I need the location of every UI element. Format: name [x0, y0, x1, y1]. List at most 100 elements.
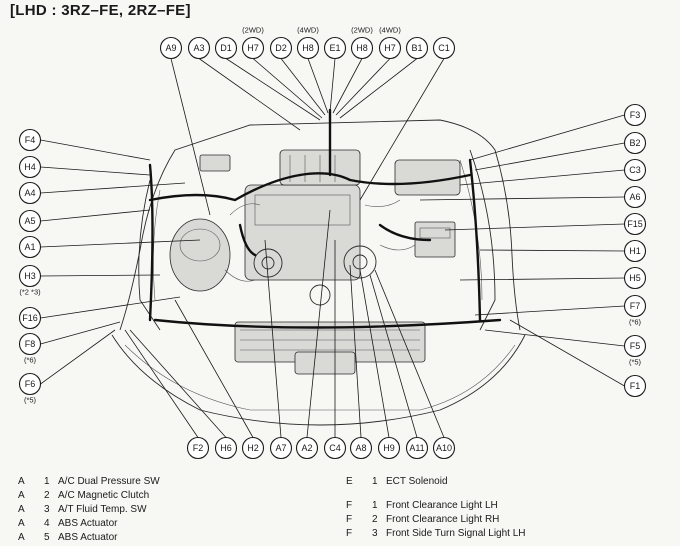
top-callout-d1: D1 — [214, 36, 238, 60]
callout-note: (*2 *3) — [19, 288, 41, 297]
top-callout-a3: A3 — [187, 36, 211, 60]
callout-label: B1 — [411, 43, 422, 53]
left-callout-f4: F4 — [18, 128, 42, 152]
callout-label: A6 — [629, 192, 640, 202]
page-title: [LHD : 3RZ–FE, 2RZ–FE] — [10, 2, 191, 19]
callout-label: F8 — [25, 339, 36, 349]
callout-circle — [18, 264, 42, 288]
legend-code: A — [18, 504, 25, 515]
legend-name: A/C Magnetic Clutch — [58, 490, 150, 501]
legend-name: Front Clearance Light LH — [386, 500, 498, 511]
legend-code: A — [18, 490, 25, 501]
callout-circle — [623, 239, 647, 263]
callout-label: F7 — [630, 301, 641, 311]
callout-circle — [323, 436, 347, 460]
bottom-callout-f2: F2 — [186, 436, 210, 460]
callout-circle — [269, 436, 293, 460]
top-callout-a9: A9 — [159, 36, 183, 60]
callout-label: D1 — [220, 43, 232, 53]
callout-label: A11 — [409, 443, 424, 453]
callout-label: H7 — [247, 43, 259, 53]
legend-code: A — [18, 518, 25, 529]
callout-label: A2 — [301, 443, 312, 453]
top-callout-h8: H8 — [296, 36, 320, 60]
legend-code: E — [346, 476, 353, 487]
callout-circle — [623, 334, 647, 358]
callout-label: H8 — [302, 43, 314, 53]
right-callout-f15: F15 — [623, 212, 647, 236]
legend-code: F — [346, 500, 353, 511]
callout-label: A1 — [24, 242, 35, 252]
callout-label: H9 — [383, 443, 395, 453]
callout-label: E1 — [329, 43, 340, 53]
bottom-callout-c4: C4 — [323, 436, 347, 460]
callout-label: B2 — [629, 138, 640, 148]
callout-circle — [18, 235, 42, 259]
left-callout-a5: A5 — [18, 209, 42, 233]
callout-circle — [186, 436, 210, 460]
top-callout-h7: H7 — [378, 36, 402, 60]
callout-label: H2 — [247, 443, 259, 453]
right-callout-h5: H5 — [623, 266, 647, 290]
legend-right-f-row: F 1 Front Clearance Light LH — [346, 499, 526, 513]
bottom-callout-a7: A7 — [269, 436, 293, 460]
legend-name: Front Side Turn Signal Light LH — [386, 528, 526, 539]
callout-circle — [432, 436, 456, 460]
callout-circle — [241, 36, 265, 60]
legend-num: 1 — [372, 476, 378, 487]
callout-circle — [405, 36, 429, 60]
legend-code: F — [346, 514, 353, 525]
legend-name: ECT Solenoid — [386, 476, 448, 487]
callout-label: C1 — [438, 43, 450, 53]
legend-num: 2 — [44, 490, 50, 501]
legend-name: A/C Dual Pressure SW — [58, 476, 160, 487]
callout-circle — [18, 209, 42, 233]
callout-note: (2WD) — [242, 26, 264, 35]
right-callout-b2: B2 — [623, 131, 647, 155]
callout-label: F1 — [630, 381, 641, 391]
callout-label: C4 — [329, 443, 341, 453]
callout-circle — [214, 36, 238, 60]
callout-label: H4 — [24, 162, 36, 172]
callout-circle — [269, 36, 293, 60]
legend-right-e-row: E 1 ECT Solenoid — [346, 475, 526, 489]
callout-label: F3 — [630, 110, 641, 120]
callout-circle — [623, 158, 647, 182]
left-callout-f16: F16 — [18, 306, 42, 330]
callout-circle — [18, 332, 42, 356]
callout-label: A8 — [355, 443, 366, 453]
right-callout-f3: F3 — [623, 103, 647, 127]
callout-note: (4WD) — [379, 26, 401, 35]
bottom-callout-h9: H9 — [377, 436, 401, 460]
callout-circle — [623, 266, 647, 290]
callout-note: (4WD) — [297, 26, 319, 35]
bottom-callout-h2: H2 — [241, 436, 265, 460]
right-callout-f1: F1 — [623, 374, 647, 398]
bottom-callout-h6: H6 — [214, 436, 238, 460]
bottom-callout-a11: A11 — [405, 436, 429, 460]
left-callout-a1: A1 — [18, 235, 42, 259]
callout-label: H3 — [24, 271, 36, 281]
callout-circle — [296, 36, 320, 60]
callout-circle — [378, 36, 402, 60]
right-callout-f7: F7 — [623, 294, 647, 318]
right-callout-h1: H1 — [623, 239, 647, 263]
legend-num: 1 — [372, 500, 378, 511]
bottom-callout-a2: A2 — [295, 436, 319, 460]
legend-code: A — [18, 476, 25, 487]
callout-note: (*6) — [24, 356, 37, 365]
callout-label: C3 — [629, 165, 641, 175]
callout-circle — [432, 36, 456, 60]
callout-label: F6 — [25, 379, 36, 389]
callout-circle — [377, 436, 401, 460]
callout-circle — [405, 436, 429, 460]
top-callout-b1: B1 — [405, 36, 429, 60]
callout-label: A7 — [275, 443, 286, 453]
legend-code: A — [18, 532, 25, 543]
top-callout-h8: H8 — [350, 36, 374, 60]
engine-compartment-illustration — [111, 108, 526, 426]
